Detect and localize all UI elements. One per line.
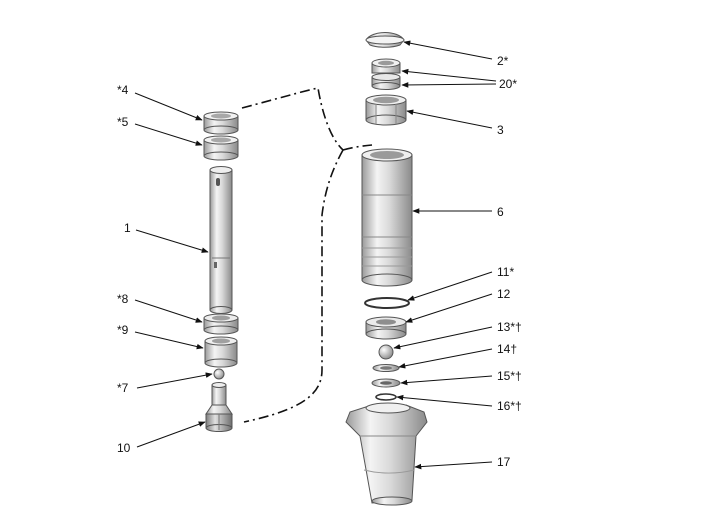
leader-arrow-16 xyxy=(396,394,493,407)
leader-arrow-10 xyxy=(136,421,206,448)
leader-arrow-9 xyxy=(134,331,204,350)
leader-arrow-20b xyxy=(401,82,497,88)
seat-part-14 xyxy=(372,364,400,372)
callout-7: *7 xyxy=(117,381,129,395)
cylinder-part-6 xyxy=(361,148,413,287)
washer-part-15 xyxy=(371,378,401,388)
intake-housing-part-17 xyxy=(345,402,428,506)
leader-arrow-1 xyxy=(135,229,209,253)
valve-part-10 xyxy=(205,382,233,432)
piston-rod-part-1 xyxy=(209,166,233,314)
callout-5: *5 xyxy=(117,115,129,129)
callout-1: 1 xyxy=(124,221,131,235)
callout-8: *8 xyxy=(117,292,129,306)
packing-nut-part-3 xyxy=(365,94,407,126)
callout-2: 2* xyxy=(497,54,509,68)
callout-15: 15*† xyxy=(497,369,522,383)
o-ring-part-11 xyxy=(364,297,410,309)
assembly-dashdot-line-right xyxy=(342,144,373,151)
callout-12: 12 xyxy=(497,287,511,301)
callout-6: 6 xyxy=(497,205,504,219)
callout-10: 10 xyxy=(117,441,131,455)
leader-arrow-3 xyxy=(406,109,493,129)
callout-13: 13*† xyxy=(497,320,522,334)
assembly-dashdot-line-upper xyxy=(241,87,344,151)
sleeve-part-9 xyxy=(204,336,238,368)
callout-9: *9 xyxy=(117,323,129,337)
callout-3: 3 xyxy=(497,123,504,137)
callout-labels: 2* 20* 3 6 11* 12 13*† 14† 15*† 16*† 17 … xyxy=(117,54,522,469)
leader-arrow-13 xyxy=(393,326,493,350)
callout-20: 20* xyxy=(499,77,517,91)
o-ring-part-16 xyxy=(375,393,397,401)
leader-arrow-5 xyxy=(134,123,203,146)
leader-arrow-17 xyxy=(414,461,493,470)
callout-17: 17 xyxy=(497,455,511,469)
callout-16: 16*† xyxy=(497,399,522,413)
leader-arrow-2 xyxy=(403,40,493,60)
leader-arrow-20a xyxy=(401,68,497,82)
assembly-dashdot-line-lower xyxy=(243,149,344,423)
ball-part-7 xyxy=(213,368,225,380)
leader-arrow-4 xyxy=(134,92,203,121)
leader-arrows xyxy=(134,40,497,470)
leader-arrow-11 xyxy=(407,271,493,301)
valve-housing-part-12 xyxy=(365,316,407,340)
callout-11: 11* xyxy=(497,265,514,279)
callout-14: 14† xyxy=(497,342,517,356)
leader-arrow-15 xyxy=(400,375,493,386)
leader-arrow-7 xyxy=(136,372,213,389)
wiper-cup-part-2 xyxy=(365,32,405,48)
leader-arrow-12 xyxy=(405,293,493,323)
packing-ring-part-5 xyxy=(203,135,239,161)
leader-arrow-14 xyxy=(398,348,493,369)
ball-part-13 xyxy=(378,344,394,360)
packing-part-20 xyxy=(371,58,401,90)
packing-ring-part-4 xyxy=(203,111,239,135)
callout-4: *4 xyxy=(117,83,129,97)
leader-arrow-8 xyxy=(134,299,203,323)
packing-ring-part-8 xyxy=(203,313,239,335)
